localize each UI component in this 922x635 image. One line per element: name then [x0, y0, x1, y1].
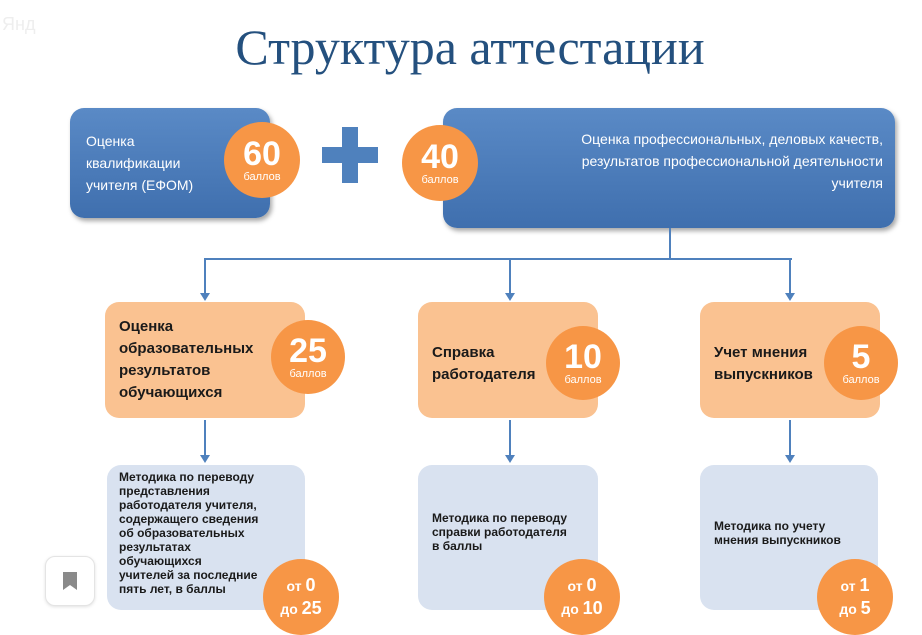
connector — [204, 420, 206, 456]
range-from: 0 — [586, 575, 597, 595]
range-to: 25 — [301, 598, 322, 618]
method-text: Методика по переводу представления работ… — [119, 470, 259, 596]
arrow-icon — [785, 455, 795, 463]
range-to-label: до — [280, 601, 298, 617]
points-badge: 10 баллов — [546, 326, 620, 400]
component-label: Оценка образовательных результатов обуча… — [119, 318, 254, 401]
component-box: Учет мнения выпускников — [700, 302, 880, 418]
range-from-label: от — [567, 578, 583, 594]
points-unit: баллов — [842, 374, 880, 386]
range-badge: от 0 до 25 — [263, 559, 339, 635]
watermark: Янд — [2, 14, 36, 34]
points-unit: баллов — [564, 374, 602, 386]
arrow-icon — [200, 455, 210, 463]
arrow-icon — [785, 293, 795, 301]
connector — [204, 258, 792, 260]
points-badge: 60 баллов — [224, 122, 300, 198]
arrow-icon — [505, 455, 515, 463]
points-value: 40 — [421, 138, 459, 176]
points-badge: 40 баллов — [402, 125, 478, 201]
connector — [509, 420, 511, 456]
range-to: 5 — [860, 598, 871, 618]
points-badge: 5 баллов — [824, 326, 898, 400]
points-badge: 25 баллов — [271, 320, 345, 394]
range-to: 10 — [582, 598, 603, 618]
component-label: Учет мнения выпускников — [714, 344, 813, 383]
method-text: Методика по переводу справки работодател… — [432, 511, 568, 553]
range-to-label: до — [839, 601, 857, 617]
range-from: 1 — [859, 575, 870, 595]
professional-text: Оценка профессиональных, деловых качеств… — [581, 131, 883, 191]
connector — [789, 258, 791, 294]
connector — [789, 420, 791, 456]
range-from-label: от — [840, 578, 856, 594]
points-value: 25 — [289, 332, 327, 370]
range-badge: от 0 до 10 — [544, 559, 620, 635]
method-box: Методика по учету мнения выпускников — [700, 465, 878, 610]
connector — [204, 258, 206, 294]
bookmark-button[interactable] — [45, 556, 95, 606]
range-badge: от 1 до 5 — [817, 559, 893, 635]
points-value: 10 — [564, 338, 602, 376]
points-unit: баллов — [289, 368, 327, 380]
range-to-label: до — [561, 601, 579, 617]
range-from-label: от — [286, 578, 302, 594]
connector — [669, 228, 671, 259]
range-from: 0 — [305, 575, 316, 595]
bookmark-icon — [63, 572, 77, 590]
plus-icon-vertical — [342, 127, 358, 183]
qualification-text: Оценка квалификации учителя (ЕФОМ) — [86, 133, 194, 193]
arrow-icon — [200, 293, 210, 301]
points-value: 5 — [851, 338, 871, 376]
arrow-icon — [505, 293, 515, 301]
points-value: 60 — [243, 135, 281, 173]
component-label: Справка работодателя — [432, 344, 536, 383]
points-unit: баллов — [243, 171, 281, 183]
page-title: Структура аттестации — [235, 19, 705, 75]
method-text: Методика по учету мнения выпускников — [714, 519, 841, 547]
connector — [509, 258, 511, 294]
points-unit: баллов — [421, 174, 459, 186]
professional-box: Оценка профессиональных, деловых качеств… — [443, 108, 895, 228]
